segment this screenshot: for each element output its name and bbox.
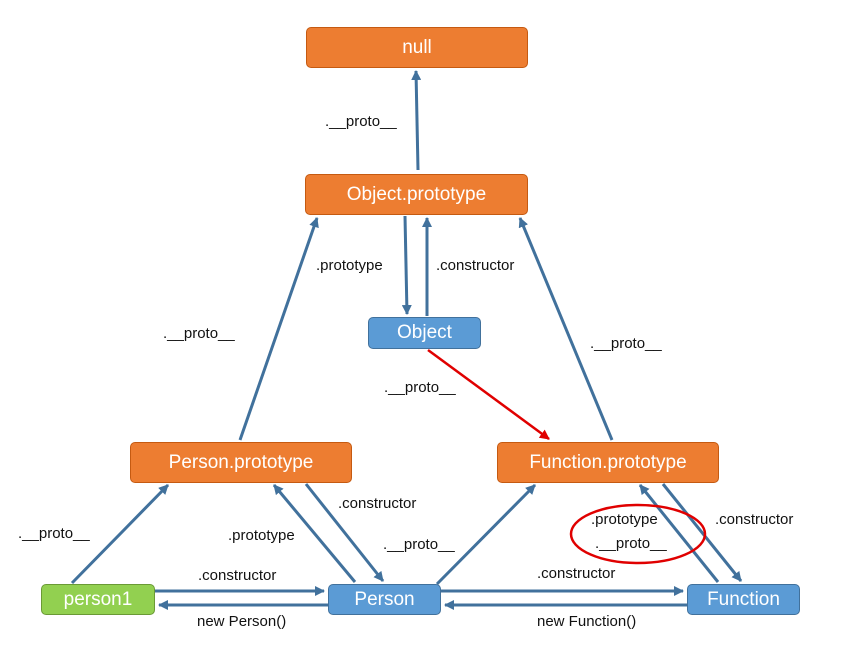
node-null: null [306,27,528,68]
label-function-prototype: .prototype [591,511,658,528]
arrow-person-to-funcproto [435,483,537,586]
label-object-to-funcproto: .__proto__ [384,379,456,396]
arrow-function-to-funcproto [638,484,720,583]
node-person1: person1 [41,584,155,615]
label-person-constructor: .constructor [537,565,616,582]
arrow-objproto-to-null [411,70,422,171]
arrow-funcproto-to-objproto [518,217,614,441]
label-new-person: new Person() [197,613,287,630]
node-object: Object [368,317,481,349]
label-objproto-to-null: .__proto__ [325,113,397,130]
node-function-prototype: Function.prototype [497,442,719,483]
label-personproto-constructor: .constructor [338,495,417,512]
label-person1-constructor: .constructor [198,567,277,584]
arrow-person-prototype-to-personproto [272,484,357,583]
label-object-prototype: .prototype [316,257,383,274]
node-function: Function [687,584,800,615]
label-funcproto-constructor: .constructor [715,511,794,528]
highlight-ellipse [569,503,707,565]
arrow-personproto-to-objproto [238,217,319,441]
node-person: Person [328,584,441,615]
arrow-object-to-funcproto [427,348,550,441]
label-function-proto: .__proto__ [595,535,667,552]
label-funcproto-to-objproto: .__proto__ [590,335,662,352]
arrow-person1-to-personproto [70,483,170,585]
label-person-prototype: .prototype [228,527,295,544]
label-personproto-to-objproto: .__proto__ [163,325,235,342]
node-object-prototype: Object.prototype [305,174,528,215]
arrow-personproto-constructor-to-person [304,483,385,582]
label-new-function: new Function() [537,613,637,630]
label-person1-to-personproto: .__proto__ [18,525,90,542]
arrow-funcproto-constructor-to-function [661,483,743,582]
label-objproto-constructor: .constructor [436,257,515,274]
label-person-to-funcproto: .__proto__ [383,536,455,553]
node-person-prototype: Person.prototype [130,442,352,483]
arrow-objproto-prototype-to-object [401,215,412,315]
